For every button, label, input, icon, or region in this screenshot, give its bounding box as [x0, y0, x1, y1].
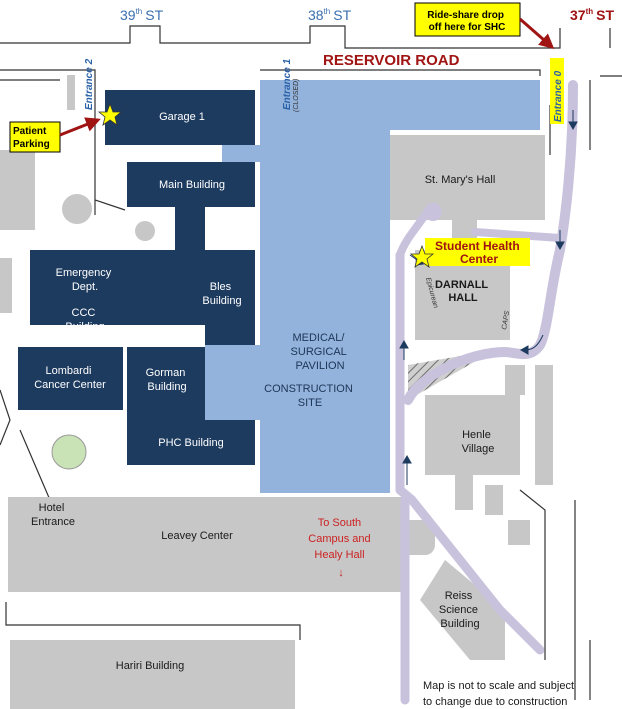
path-roundabout [424, 203, 442, 221]
building-block [535, 365, 553, 485]
ccc-label: CCC Building [65, 307, 104, 333]
rideshare-text: Ride-share drop off here for SHC [427, 10, 506, 33]
building-fragment [67, 75, 75, 110]
navy-buildings [18, 90, 255, 465]
pavilion-construction-area [205, 80, 540, 493]
hariri-label: Hariri Building [116, 660, 184, 672]
reservoir-road-label: RESERVOIR ROAD [323, 52, 460, 69]
green-circle [51, 434, 87, 470]
emergency-bles-building[interactable] [30, 250, 255, 345]
henle-village-label: Henle Village [462, 429, 495, 455]
shc-star-icon [409, 244, 435, 268]
hotel-entrance-label: Hotel Entrance [31, 502, 75, 528]
map-disclaimer: Map is not to scale and subject to chang… [423, 680, 577, 708]
entrance-0-label: Entrance 0 [553, 70, 564, 122]
shc-text: Student Health Center [435, 239, 523, 266]
building-block [455, 475, 473, 510]
roundabout [135, 221, 155, 241]
rideshare-arrow [519, 17, 555, 49]
south-campus-label: To South Campus and Healy Hall ↓ [308, 517, 373, 579]
road-lines [0, 25, 622, 700]
leavey-center[interactable] [8, 497, 403, 592]
rideshare-callout [414, 2, 521, 37]
garage-1[interactable] [105, 90, 255, 145]
garage-1-label: Garage 1 [159, 111, 205, 123]
entrance-1-label: Entrance 1 [282, 58, 293, 110]
roundabout [62, 194, 92, 224]
pavilion-label: MEDICAL/ SURGICAL PAVILION [291, 332, 350, 372]
entrance-2-label: Entrance 2 [84, 58, 95, 110]
building-block [485, 485, 503, 515]
caps-label: CAPS [501, 310, 511, 330]
hatched-walkway [408, 350, 495, 400]
leavey-center-label: Leavey Center [161, 530, 233, 542]
gorman-phc-building[interactable] [127, 347, 255, 465]
gray-buildings [8, 135, 553, 709]
henle-village[interactable] [425, 395, 520, 475]
shc-callout [425, 238, 530, 266]
path-arrows [399, 110, 578, 485]
patient-parking-star-icon [97, 102, 123, 126]
bles-label: Bles Building [202, 281, 241, 307]
darnall-hall-label: DARNALL HALL [435, 279, 491, 304]
connector [175, 207, 205, 252]
patient-parking-text: Patient Parking [13, 126, 50, 150]
patient-parking-arrow [59, 117, 101, 137]
lombardi-label: Lombardi Cancer Center [34, 365, 106, 391]
phc-label: PHC Building [158, 437, 223, 449]
building-fragment [0, 150, 35, 230]
gorman-label: Gorman Building [146, 367, 189, 393]
main-building[interactable] [127, 162, 255, 207]
building-fragment [0, 258, 12, 313]
reiss-label: Reiss Science Building [439, 590, 481, 630]
st-marys-hall-label: St. Mary's Hall [425, 174, 496, 186]
entrance-1-closed-label: (CLOSED) [293, 79, 300, 112]
patient-parking-callout [9, 121, 61, 153]
main-building-label: Main Building [159, 179, 225, 191]
reiss-science-building[interactable] [420, 560, 505, 660]
building-block [508, 520, 530, 545]
building-block [505, 365, 525, 395]
hariri-building[interactable] [10, 640, 295, 709]
lombardi-cancer-center[interactable] [18, 347, 123, 410]
construction-site-label: CONSTRUCTION SITE [264, 383, 356, 409]
entrance-0-highlight [550, 58, 564, 124]
emergency-label: Emergency Dept. [56, 267, 115, 293]
